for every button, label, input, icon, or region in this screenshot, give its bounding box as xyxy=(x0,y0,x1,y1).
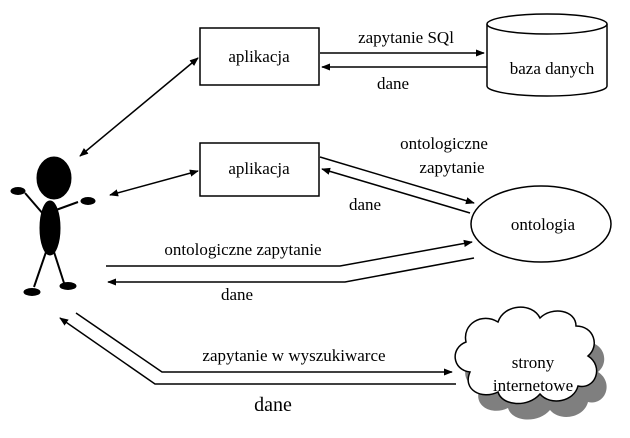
onto-query-label-line2: zapytanie xyxy=(419,158,484,177)
app-onto-data-label: dane xyxy=(349,195,381,214)
websites-cloud-shape xyxy=(454,306,598,405)
user-onto-query-label: ontologiczne zapytanie xyxy=(164,240,321,259)
database-label: baza danych xyxy=(510,59,595,78)
user-right-hand xyxy=(80,197,96,205)
onto-query-label-line1: ontologiczne xyxy=(400,134,488,153)
user-left-leg xyxy=(33,251,47,288)
user-head xyxy=(36,156,72,200)
user-left-arm xyxy=(24,192,45,216)
ontology-ellipse xyxy=(470,185,612,263)
user-right-leg xyxy=(53,251,65,284)
user-onto-query-arrow xyxy=(106,239,473,267)
app-top-label: aplikacja xyxy=(228,47,290,66)
websites-label-line2: internetowe xyxy=(493,376,573,395)
db-data-label: dane xyxy=(377,74,409,93)
user-app-mid-arrow xyxy=(109,169,199,197)
app-mid-box xyxy=(199,142,320,197)
user-left-foot xyxy=(23,288,41,296)
user-right-arm xyxy=(55,201,79,211)
ontology-label: ontologia xyxy=(511,215,576,234)
web-data-arrow xyxy=(59,317,456,385)
app-mid-label: aplikacja xyxy=(228,159,290,178)
websites-label-line1: strony xyxy=(512,353,555,372)
user-onto-data-label: dane xyxy=(221,285,253,304)
user-body xyxy=(39,200,61,256)
app-onto-query-arrow xyxy=(319,156,475,205)
search-query-arrow xyxy=(75,312,453,376)
user-onto-data-arrow xyxy=(107,257,475,286)
app-onto-data-arrow xyxy=(321,167,471,214)
websites-cloud xyxy=(454,306,607,420)
user-left-hand xyxy=(10,187,26,195)
web-data-label: dane xyxy=(254,394,292,416)
app-top-box xyxy=(199,27,320,86)
sql-query-label: zapytanie SQl xyxy=(358,28,454,47)
database-cylinder xyxy=(486,13,608,97)
search-query-label: zapytanie w wyszukiwarce xyxy=(202,346,385,365)
user-figure xyxy=(10,156,96,296)
user-app-top-arrow xyxy=(79,57,199,157)
user-right-foot xyxy=(59,282,77,290)
